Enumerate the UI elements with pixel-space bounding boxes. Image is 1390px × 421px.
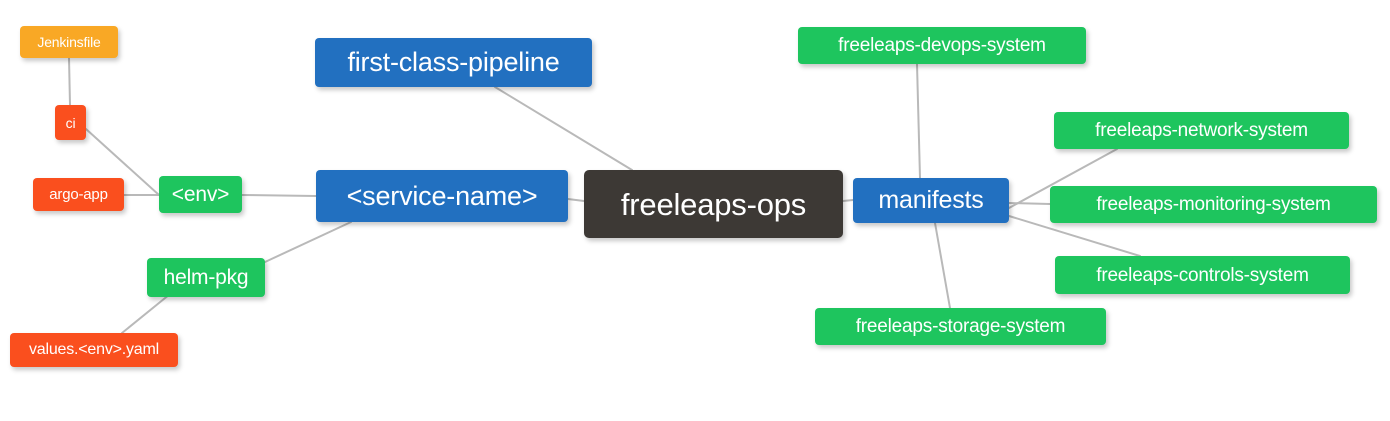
mindmap-node-helm-pkg[interactable]: helm-pkg <box>147 258 265 297</box>
mindmap-node-label: freeleaps-network-system <box>1095 120 1308 141</box>
edge-service-name-to-freeleaps-ops <box>567 198 585 202</box>
mindmap-node-values-yaml[interactable]: values.<env>.yaml <box>10 333 178 367</box>
mindmap-node-label: freeleaps-monitoring-system <box>1096 194 1331 215</box>
mindmap-node-label: ci <box>65 114 76 131</box>
edge-jenkinsfile-to-ci <box>68 57 71 106</box>
mindmap-node-freeleaps-devops-system[interactable]: freeleaps-devops-system <box>798 27 1086 64</box>
mindmap-node-freeleaps-storage-system[interactable]: freeleaps-storage-system <box>815 308 1106 345</box>
mindmap-node-label: manifests <box>878 186 984 214</box>
edge-manifests-to-freeleaps-devops-system <box>916 63 921 179</box>
mindmap-node-service-name[interactable]: <service-name> <box>316 170 568 222</box>
mindmap-node-label: <env> <box>171 183 230 206</box>
mindmap-node-label: freeleaps-storage-system <box>855 316 1066 337</box>
edge-env-to-service-name <box>241 194 317 197</box>
mindmap-node-env[interactable]: <env> <box>159 176 242 213</box>
edge-freeleaps-ops-to-manifests <box>842 199 854 202</box>
mindmap-node-freeleaps-monitoring-system[interactable]: freeleaps-monitoring-system <box>1050 186 1377 223</box>
mindmap-node-label: freeleaps-controls-system <box>1096 264 1309 286</box>
edge-first-class-pipeline-to-freeleaps-ops <box>494 86 633 171</box>
mindmap-node-label: values.<env>.yaml <box>28 341 159 358</box>
mindmap-node-label: Jenkinsfile <box>37 34 101 50</box>
edge-manifests-to-freeleaps-monitoring-system <box>1008 202 1051 205</box>
mindmap-node-first-class-pipeline[interactable]: first-class-pipeline <box>315 38 592 87</box>
mindmap-node-freeleaps-ops[interactable]: freeleaps-ops <box>584 170 843 238</box>
mindmap-node-freeleaps-network-system[interactable]: freeleaps-network-system <box>1054 112 1349 149</box>
mindmap-node-label: <service-name> <box>346 180 538 211</box>
edge-service-name-to-helm-pkg <box>264 221 352 263</box>
mindmap-node-label: freeleaps-ops <box>620 186 807 222</box>
mindmap-node-label: first-class-pipeline <box>347 47 560 77</box>
mindmap-node-manifests[interactable]: manifests <box>853 178 1009 223</box>
mindmap-node-argo-app[interactable]: argo-app <box>33 178 124 211</box>
mindmap-node-freeleaps-controls-system[interactable]: freeleaps-controls-system <box>1055 256 1350 294</box>
mindmap-node-label: helm-pkg <box>163 266 249 289</box>
mindmap-node-jenkinsfile[interactable]: Jenkinsfile <box>20 26 118 58</box>
mindmap-node-label: argo-app <box>49 186 108 203</box>
edge-manifests-to-freeleaps-storage-system <box>934 222 951 309</box>
mindmap-node-ci[interactable]: ci <box>55 105 86 140</box>
mindmap-node-label: freeleaps-devops-system <box>838 35 1046 56</box>
